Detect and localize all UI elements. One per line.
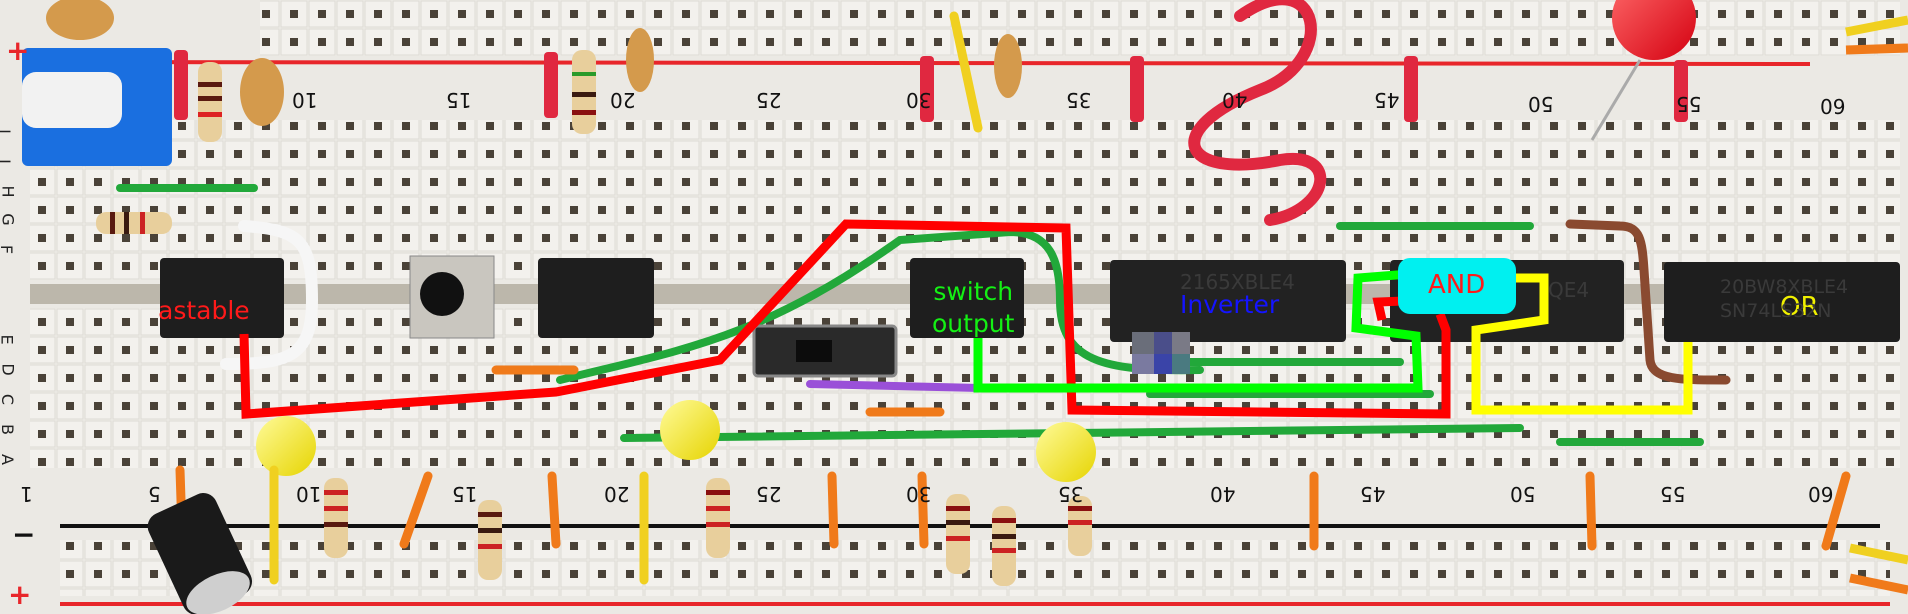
row-letter: A: [0, 454, 17, 465]
resistor: [572, 50, 596, 134]
row-letter: E: [0, 334, 17, 344]
chip-marking-or-1: 20BW8XBLE4: [1720, 276, 1849, 298]
col-number-bottom: 30: [906, 482, 932, 506]
row-letter: G: [0, 213, 18, 226]
col-number-bottom: 10: [296, 482, 322, 506]
rail-sign-minus-bottom: −: [12, 518, 36, 551]
col-number-top: 40: [1222, 88, 1248, 112]
col-number-top: 20: [610, 88, 636, 112]
chip-8pin: [538, 258, 654, 338]
edge-wire-orange: [1845, 43, 1908, 55]
label-switch-line2: output: [932, 309, 1015, 338]
row-letter: B: [0, 424, 17, 435]
col-number-bottom: 25: [756, 482, 782, 506]
red-s-wire: [1188, 0, 1327, 226]
col-number-bottom: 5: [148, 482, 161, 506]
label-astable: astable: [158, 296, 250, 325]
rail-sign-plus-top: +: [6, 34, 30, 67]
col-number-top: 10: [292, 88, 318, 112]
bottom-resistors: [324, 478, 1092, 586]
white-wire: [220, 220, 319, 370]
col-number-bottom: 60: [1808, 482, 1834, 506]
yellow-leds: [256, 400, 1096, 482]
chip-marking-and: QE4: [1548, 278, 1590, 302]
resistor: [96, 212, 172, 234]
label-or: OR: [1780, 292, 1819, 322]
label-and: AND: [1428, 270, 1486, 300]
col-number-top: 45: [1374, 88, 1400, 112]
trace-or-yellow: [1471, 273, 1693, 415]
ceramic-capacitor: [240, 58, 284, 126]
row-letter: I: [0, 159, 14, 164]
row-letter: H: [0, 185, 18, 198]
chip-switch-output: [910, 258, 1024, 338]
col-number-bottom: 45: [1360, 482, 1386, 506]
col-number-top: 35: [1066, 88, 1092, 112]
red-jumpers-top: [174, 50, 1688, 122]
col-number-bottom: 1: [20, 482, 33, 506]
chip-or: [1664, 262, 1900, 342]
col-number-bottom: 55: [1660, 482, 1686, 506]
col-number-bottom: 15: [452, 482, 478, 506]
label-inverter: Inverter: [1180, 290, 1280, 319]
potentiometer: [22, 48, 172, 166]
resistor: [198, 62, 222, 142]
chip-marking-or-2: SN74LS32N: [1720, 300, 1832, 322]
yellow-jumper-top: [949, 11, 983, 133]
row-letter: D: [0, 363, 18, 376]
ceramic-capacitor: [626, 28, 654, 92]
electrolytic-capacitor: [147, 493, 253, 614]
row-letter: C: [0, 394, 17, 405]
bottom-rail-jumpers: [175, 465, 1851, 585]
col-number-top: 25: [756, 88, 782, 112]
chip-astable: [160, 258, 284, 338]
upper-terminal-holes: [30, 120, 1900, 280]
col-number-bottom: 50: [1510, 482, 1536, 506]
chip-marking-inverter: 2165XBLE4: [1180, 270, 1295, 294]
col-number-top: 15: [446, 88, 472, 112]
row-letter: F: [0, 245, 16, 254]
col-number-bottom: 35: [1058, 482, 1084, 506]
trace-switch-green: [973, 269, 1423, 393]
and-label-bg: [1398, 258, 1516, 314]
col-number-top: 50: [1528, 92, 1554, 116]
label-switch-line1: switch: [933, 277, 1014, 306]
trace-astable-red: [239, 219, 1451, 419]
rail-sign-plus-bottom: +: [8, 578, 32, 611]
col-number-top: 55: [1676, 92, 1702, 116]
col-number-bottom: 40: [1210, 482, 1236, 506]
red-led: [1590, 0, 1696, 141]
edge-wire-yellow: [1845, 15, 1908, 37]
ceramic-capacitor: [994, 34, 1022, 98]
slide-switch: [752, 324, 898, 378]
col-number-top: 30: [906, 88, 932, 112]
bottom-rail-holes: [60, 540, 1890, 596]
short-wires: [491, 365, 984, 417]
pixelated-region: [1132, 332, 1190, 374]
edge-wire-yellow: [1849, 543, 1908, 565]
label-switch-output: switch output: [932, 276, 1014, 340]
chip-inverter: [1110, 260, 1346, 342]
row-letter: J: [0, 129, 14, 134]
edge-wire-orange: [1849, 573, 1908, 595]
col-number-top: 60: [1820, 94, 1846, 118]
pushbutton: [409, 255, 495, 339]
ceramic-capacitor: [46, 0, 114, 40]
col-number-bottom: 20: [604, 482, 630, 506]
